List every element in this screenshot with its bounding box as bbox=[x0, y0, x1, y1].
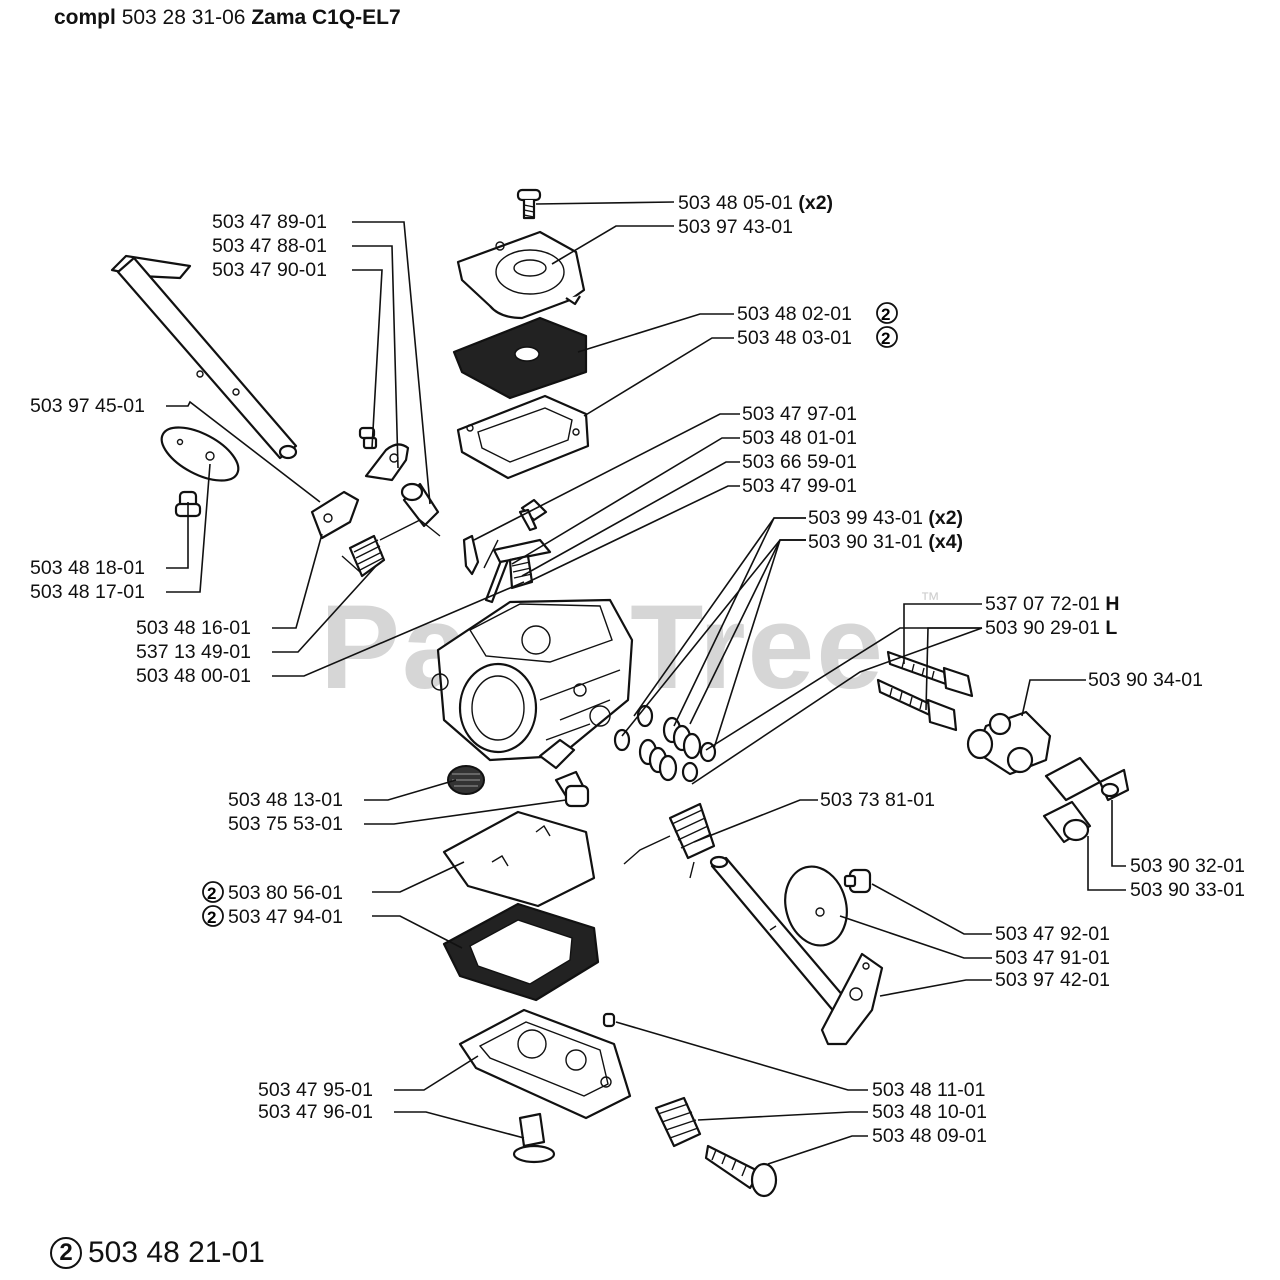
title-part-number: 503 28 31-06 bbox=[121, 6, 246, 29]
label-screw-75-53: 503 75 53-01 bbox=[228, 813, 343, 835]
kit-marker-circle bbox=[202, 881, 224, 903]
label-limiter-cap: 503 90 34-01 bbox=[1088, 669, 1203, 691]
label-screw-92: 503 47 92-01 bbox=[995, 923, 1110, 945]
leader-lines bbox=[166, 201, 1126, 1165]
mixture-needles-drawing bbox=[876, 650, 974, 732]
label-screen: 503 48 13-01 bbox=[228, 789, 343, 811]
label-metering-gasket: 2 503 47 94-01 bbox=[202, 905, 343, 928]
plug-drawing bbox=[602, 1012, 616, 1028]
label-body: 503 48 00-01 bbox=[136, 665, 251, 687]
label-plug: 503 48 11-01 bbox=[872, 1079, 986, 1101]
fitting-screw-drawing bbox=[554, 770, 590, 808]
label-detent: 503 48 16-01 bbox=[136, 617, 251, 639]
label-cap-33: 503 90 33-01 bbox=[1130, 879, 1245, 901]
o-rings-drawing bbox=[613, 704, 717, 783]
label-spring-73-81: 503 73 81-01 bbox=[820, 789, 935, 811]
repair-kit-footer: 2 503 48 21-01 bbox=[50, 1236, 265, 1270]
label-cover-bottom: 503 47 95-01 bbox=[258, 1079, 373, 1101]
choke-spring-drawing bbox=[341, 519, 441, 578]
label-metering-gasket-text: 503 47 94-01 bbox=[228, 906, 343, 928]
idle-screw-drawing bbox=[704, 1144, 778, 1198]
label-screw-top: 503 48 05-01 (x2) bbox=[678, 192, 833, 214]
title-compl: compl bbox=[54, 6, 116, 29]
title-model: Zama C1Q-EL7 bbox=[251, 6, 401, 29]
pump-gasket-drawing bbox=[456, 394, 590, 480]
label-pump-diaphragm: 503 48 02-01 2 bbox=[737, 302, 898, 325]
repair-kit-number: 503 48 21-01 bbox=[88, 1236, 265, 1269]
pump-diaphragm-drawing bbox=[452, 316, 588, 400]
throttle-plate-drawing bbox=[784, 865, 848, 947]
label-lever-48-01: 503 48 01-01 bbox=[742, 427, 857, 449]
label-ring-90-31: 503 90 31-01 (x4) bbox=[808, 531, 963, 553]
roller-drawing bbox=[400, 482, 440, 528]
label-choke-shaft: 503 97 45-01 bbox=[30, 395, 145, 417]
throttle-spring-drawing bbox=[623, 802, 716, 879]
inlet-screen-drawing bbox=[447, 765, 485, 795]
kit-marker-circle bbox=[876, 302, 898, 324]
kit-marker: 2 bbox=[881, 305, 890, 324]
adjustment-caps-drawing bbox=[1042, 756, 1130, 844]
label-cover-top: 503 97 43-01 bbox=[678, 216, 793, 238]
limiter-cap-drawing bbox=[966, 710, 1052, 776]
label-screw-bottom: 503 47 96-01 bbox=[258, 1101, 373, 1123]
throttle-screw-drawing bbox=[843, 868, 872, 894]
throttle-lever-drawing bbox=[820, 952, 884, 1046]
metering-diaphragm-drawing bbox=[442, 810, 596, 908]
label-idle-screw: 503 48 09-01 bbox=[872, 1125, 987, 1147]
label-l-88: 503 47 88-01 bbox=[212, 235, 327, 257]
top-screw-drawing bbox=[516, 188, 542, 220]
carburetor-body-drawing bbox=[431, 598, 634, 770]
label-needle-valve: 503 47 97-01 bbox=[742, 403, 857, 425]
label-throttle-lever: 503 97 42-01 bbox=[995, 969, 1110, 991]
choke-shaft-drawing bbox=[110, 254, 298, 460]
label-choke-plate: 503 48 17-01 bbox=[30, 581, 145, 603]
bottom-cover-drawing bbox=[458, 1008, 632, 1120]
label-metering-diaphragm: 2 503 80 56-01 bbox=[202, 881, 343, 904]
label-needle-l: 503 90 29-01 L bbox=[985, 617, 1117, 639]
label-spring-13-49: 537 13 49-01 bbox=[136, 641, 251, 663]
label-cap-32: 503 90 32-01 bbox=[1130, 855, 1245, 877]
kit-marker: 2 bbox=[207, 884, 216, 903]
label-idle-spring: 503 48 10-01 bbox=[872, 1101, 987, 1123]
kit-marker-circle bbox=[876, 326, 898, 348]
diagram-title: compl 503 28 31-06 Zama C1Q-EL7 bbox=[54, 6, 401, 30]
label-needle-h: 537 07 72-01 H bbox=[985, 593, 1119, 615]
needle-valve-drawing bbox=[462, 534, 510, 604]
label-pump-diaphragm-text: 503 48 02-01 bbox=[737, 303, 852, 325]
label-l-89: 503 47 89-01 bbox=[212, 211, 327, 233]
kit-marker-large: 2 bbox=[50, 1237, 82, 1269]
label-screw-18: 503 48 18-01 bbox=[30, 557, 145, 579]
metering-gasket-drawing bbox=[442, 902, 600, 1002]
label-pump-gasket-text: 503 48 03-01 bbox=[737, 327, 852, 349]
label-throttle-plate: 503 47 91-01 bbox=[995, 947, 1110, 969]
kit-marker: 2 bbox=[207, 908, 216, 927]
label-l-90: 503 47 90-01 bbox=[212, 259, 327, 281]
detent-lever-drawing bbox=[310, 490, 360, 540]
label-spring-66-59: 503 66 59-01 bbox=[742, 451, 857, 473]
label-screw-47-99: 503 47 99-01 bbox=[742, 475, 857, 497]
label-oring-99-43: 503 99 43-01 (x2) bbox=[808, 507, 963, 529]
kit-marker: 2 bbox=[881, 329, 890, 348]
watermark-trademark: ™ bbox=[920, 589, 940, 611]
label-pump-gasket: 503 48 03-01 2 bbox=[737, 326, 898, 349]
idle-spring-drawing bbox=[654, 1096, 702, 1148]
pump-cover-drawing bbox=[456, 230, 586, 320]
choke-plate-drawing bbox=[160, 426, 240, 482]
lever-plate-drawing bbox=[364, 443, 410, 482]
bottom-screw-drawing bbox=[512, 1112, 556, 1164]
kit-marker-circle bbox=[202, 905, 224, 927]
label-metering-diaphragm-text: 503 80 56-01 bbox=[228, 882, 343, 904]
